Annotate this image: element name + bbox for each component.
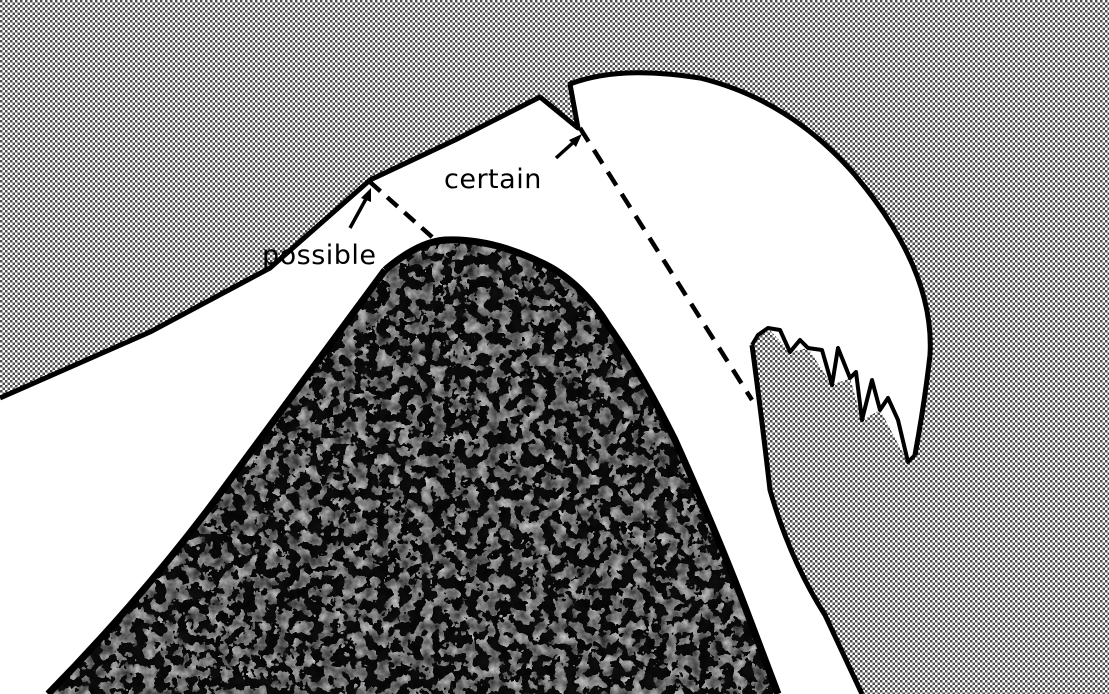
- certain-label: certain: [444, 164, 542, 195]
- possible-label: possible: [262, 240, 377, 271]
